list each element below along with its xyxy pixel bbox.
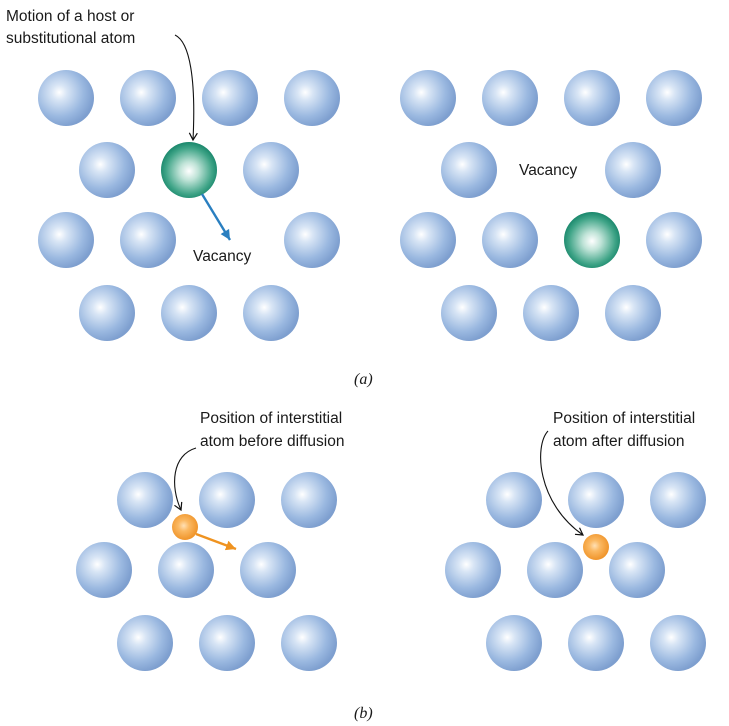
- panel-b-caption: (b): [354, 705, 373, 722]
- host-atom: [202, 70, 258, 126]
- panel-a-caption: (a): [354, 371, 373, 388]
- host-atom: [646, 212, 702, 268]
- panel-a-before-lattice: Motion of a host or substitutional atom …: [6, 8, 340, 341]
- panel-b-before-lattice: Position of interstitial atom before dif…: [76, 410, 344, 671]
- interstitial-before-label-line2: atom before diffusion: [200, 433, 344, 450]
- host-atom: [650, 615, 706, 671]
- interstitial-motion-arrow: [195, 532, 237, 551]
- host-atom: [117, 615, 173, 671]
- host-atom: [79, 285, 135, 341]
- interstitial-atom: [172, 514, 198, 540]
- vacancy-label-after: Vacancy: [519, 162, 578, 179]
- host-atom: [527, 542, 583, 598]
- host-atom: [158, 542, 214, 598]
- interstitial-before-label-line1: Position of interstitial: [200, 410, 342, 427]
- pointer-arrow: [174, 447, 197, 512]
- pointer-arrow: [174, 34, 198, 142]
- panel-a: Motion of a host or substitutional atom …: [6, 8, 702, 388]
- host-atom: [117, 472, 173, 528]
- host-atom: [609, 542, 665, 598]
- interstitial-atom: [583, 534, 609, 560]
- vacancy-label-before: Vacancy: [193, 248, 252, 265]
- host-atom: [650, 472, 706, 528]
- interstitial-after-label-line1: Position of interstitial: [553, 410, 695, 427]
- host-atom: [568, 615, 624, 671]
- host-atom: [281, 615, 337, 671]
- host-atom: [120, 212, 176, 268]
- host-atom: [441, 285, 497, 341]
- panel-b: Position of interstitial atom before dif…: [76, 410, 706, 722]
- host-atom: [243, 285, 299, 341]
- host-atom: [38, 212, 94, 268]
- host-atom: [243, 142, 299, 198]
- panel-a-after-lattice: Vacancy: [400, 70, 702, 341]
- host-atom: [486, 472, 542, 528]
- host-atom: [445, 542, 501, 598]
- host-atom: [482, 212, 538, 268]
- host-atom: [486, 615, 542, 671]
- host-atom: [38, 70, 94, 126]
- pointer-arrow: [540, 430, 584, 536]
- host-atom: [284, 70, 340, 126]
- host-atom: [605, 142, 661, 198]
- pointer-label-line2: substitutional atom: [6, 30, 135, 47]
- pointer-label-line1: Motion of a host or: [6, 8, 134, 25]
- host-atom: [240, 542, 296, 598]
- host-atom: [199, 615, 255, 671]
- atom-motion-arrow: [200, 193, 232, 241]
- host-atom: [400, 212, 456, 268]
- host-atom: [400, 70, 456, 126]
- host-atom: [568, 472, 624, 528]
- host-atom: [120, 70, 176, 126]
- host-atom: [199, 472, 255, 528]
- panel-b-after-lattice: Position of interstitial atom after diff…: [445, 410, 706, 671]
- host-atom: [646, 70, 702, 126]
- host-atom: [284, 212, 340, 268]
- host-atom: [564, 70, 620, 126]
- host-atom: [441, 142, 497, 198]
- substitutional-atom: [564, 212, 620, 268]
- host-atom: [79, 142, 135, 198]
- interstitial-after-label-line2: atom after diffusion: [553, 433, 685, 450]
- substitutional-atom: [161, 142, 217, 198]
- host-atom: [482, 70, 538, 126]
- host-atom: [605, 285, 661, 341]
- host-atom: [76, 542, 132, 598]
- host-atom: [523, 285, 579, 341]
- host-atom: [281, 472, 337, 528]
- host-atom: [161, 285, 217, 341]
